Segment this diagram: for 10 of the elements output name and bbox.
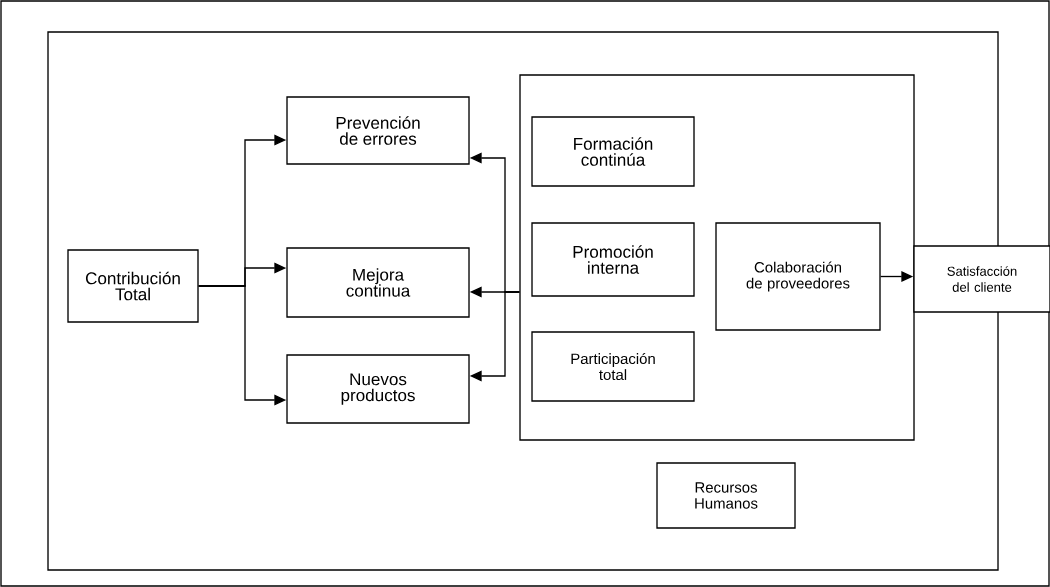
text-box: Promoción interna [531,222,695,297]
text-box: Contribución Total [67,249,199,323]
text-box: Formación continúa [531,116,695,187]
text-box: Satisfacción del cliente [913,245,1050,313]
text-box: Nuevos productos [286,354,470,424]
text-box: Mejora continua [286,247,470,318]
text-box: Colaboración de proveedores [715,222,881,331]
text-box: Prevención de errores [286,96,470,165]
text-box: Recursos Humanos [656,462,796,529]
text-box: Participación total [531,331,695,402]
